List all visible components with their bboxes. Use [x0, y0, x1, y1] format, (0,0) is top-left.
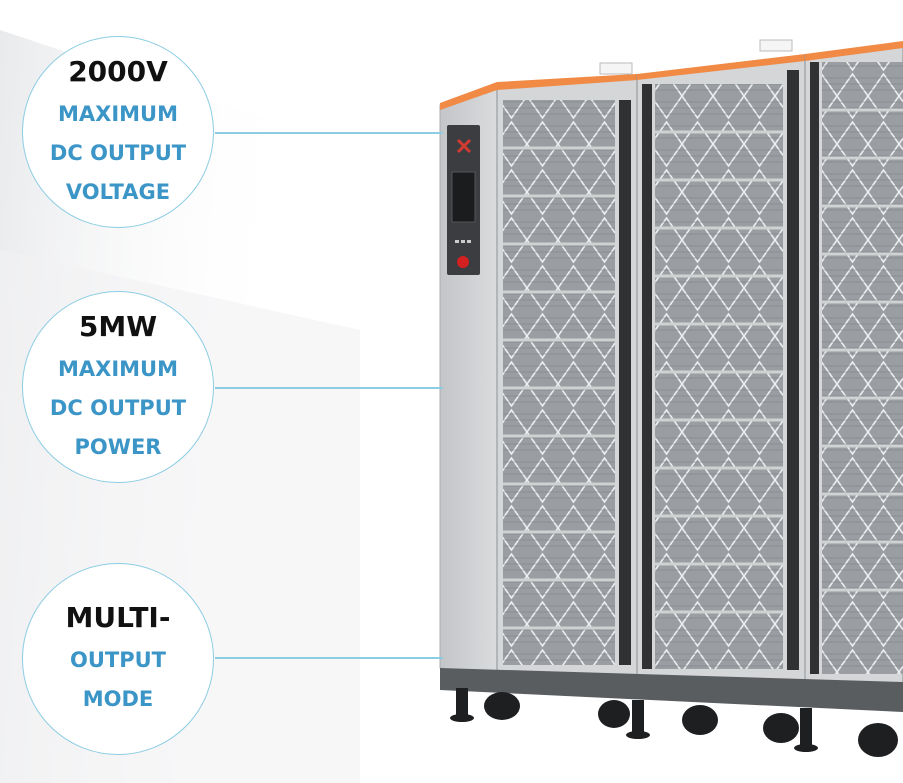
feature-headline: 2000V [68, 54, 168, 88]
feature-headline: MULTI- [65, 601, 171, 634]
feature-line: MAXIMUM [57, 356, 178, 381]
feature-power-badge: 5MW MAXIMUM DC OUTPUT POWER [22, 291, 214, 483]
feature-line: MODE [82, 687, 154, 711]
connector-line-2 [215, 387, 443, 389]
grille-vent-icon [503, 100, 615, 665]
feature-line: OUTPUT [70, 648, 166, 672]
connector-line-1 [215, 132, 443, 134]
connector-line-3 [215, 657, 443, 659]
feature-line: POWER [74, 434, 162, 459]
brand-logo-icon [456, 138, 472, 154]
feature-voltage-badge: 2000V MAXIMUM DC OUTPUT VOLTAGE [22, 36, 214, 228]
feature-mode-badge: MULTI- OUTPUT MODE [22, 563, 214, 755]
feature-line: DC OUTPUT [49, 140, 187, 165]
feature-line: VOLTAGE [65, 179, 171, 204]
emergency-stop-icon [457, 256, 469, 268]
feature-line: MAXIMUM [57, 101, 178, 126]
feature-headline: 5MW [78, 309, 158, 343]
touch-screen [451, 171, 476, 223]
caster-wheel-icon [450, 688, 898, 757]
feature-line: DC OUTPUT [49, 395, 187, 420]
